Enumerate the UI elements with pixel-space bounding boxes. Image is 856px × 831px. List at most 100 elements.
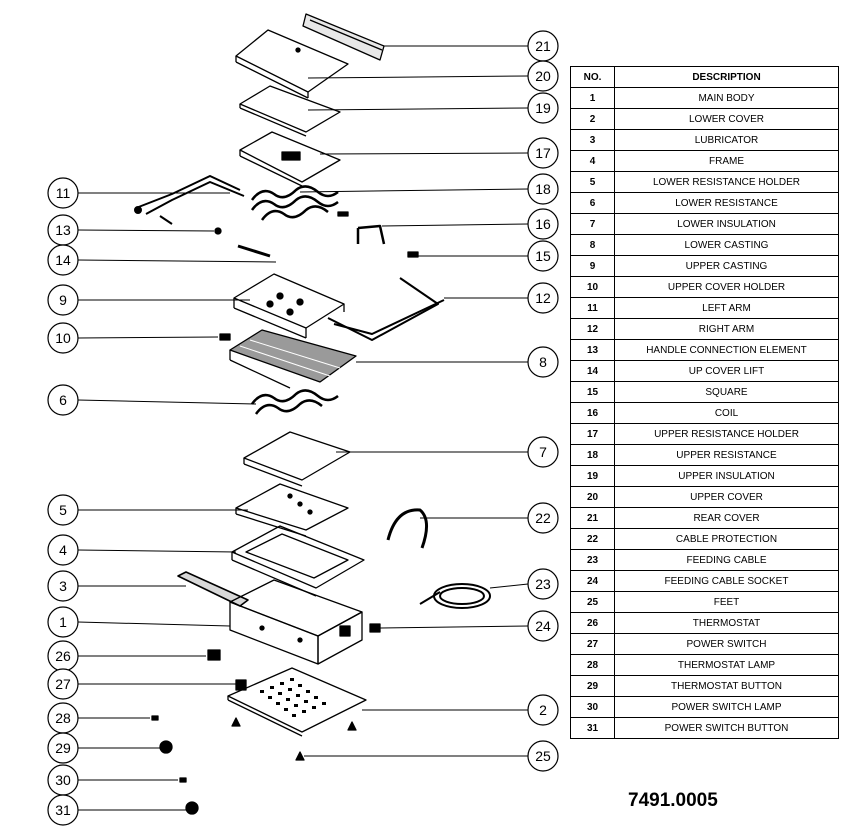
svg-text:22: 22 (535, 510, 551, 526)
part-description-cell: LOWER CASTING (614, 234, 839, 256)
svg-text:18: 18 (535, 181, 551, 197)
part-description-cell: UPPER COVER (614, 486, 839, 508)
part-upper-casting (233, 273, 345, 339)
part-rear-cover (302, 13, 385, 61)
part-description-cell: LOWER RESISTANCE (614, 192, 839, 214)
part-description-cell: UPPER RESISTANCE (614, 444, 839, 466)
svg-text:14: 14 (55, 252, 71, 268)
part-number-cell: 5 (570, 171, 615, 193)
callout-21: 21 (527, 30, 559, 62)
part-number-cell: 14 (570, 360, 615, 382)
part-description-cell: FEEDING CABLE SOCKET (614, 570, 839, 592)
part-description-cell: UPPER INSULATION (614, 465, 839, 487)
part-number-cell: 17 (570, 423, 615, 445)
callout-20: 20 (527, 60, 559, 92)
svg-text:17: 17 (535, 145, 551, 161)
part-description-cell: THERMOSTAT (614, 612, 839, 634)
part-description-cell: POWER SWITCH BUTTON (614, 717, 839, 739)
part-description-cell: FEET (614, 591, 839, 613)
part-coil (356, 224, 386, 245)
part-upper-insulation (239, 85, 341, 137)
part-number-cell: 10 (570, 276, 615, 298)
model-code: 7491.0005 (628, 790, 718, 811)
callout-31: 31 (47, 794, 79, 826)
part-description-cell: FEEDING CABLE (614, 549, 839, 571)
part-number-cell: 2 (570, 108, 615, 130)
part-number-cell: 19 (570, 465, 615, 487)
part-main-body (229, 579, 363, 665)
part-description-cell: POWER SWITCH (614, 633, 839, 655)
svg-text:27: 27 (55, 676, 71, 692)
svg-text:2: 2 (539, 702, 547, 718)
part-description-cell: LOWER COVER (614, 108, 839, 130)
svg-text:16: 16 (535, 216, 551, 232)
callout-24: 24 (527, 610, 559, 642)
callout-26: 26 (47, 640, 79, 672)
part-description-cell: THERMOSTAT LAMP (614, 654, 839, 676)
callout-10: 10 (47, 322, 79, 354)
part-upper-resistance (250, 185, 339, 221)
part-number-cell: 18 (570, 444, 615, 466)
part-lubricator (177, 571, 249, 607)
column-header-no: NO. (570, 66, 615, 88)
callout-11: 11 (47, 177, 79, 209)
svg-text:24: 24 (535, 618, 551, 634)
part-number-cell: 29 (570, 675, 615, 697)
part-square (407, 251, 419, 258)
svg-text:26: 26 (55, 648, 71, 664)
part-description-cell: MAIN BODY (614, 87, 839, 109)
part-number-cell: 7 (570, 213, 615, 235)
part-number-cell: 11 (570, 297, 615, 319)
part-thermostat (207, 649, 221, 661)
callout-17: 17 (527, 137, 559, 169)
part-description-cell: HANDLE CONNECTION ELEMENT (614, 339, 839, 361)
callout-16: 16 (527, 208, 559, 240)
svg-text:23: 23 (535, 576, 551, 592)
part-number-cell: 3 (570, 129, 615, 151)
part-number-cell: 8 (570, 234, 615, 256)
part-description-cell: COIL (614, 402, 839, 424)
part-feet (231, 717, 357, 761)
part-up-cover-lift (237, 244, 271, 258)
part-right-arm (327, 277, 445, 341)
part-description-cell: RIGHT ARM (614, 318, 839, 340)
part-number-cell: 21 (570, 507, 615, 529)
part-description-cell: LOWER INSULATION (614, 213, 839, 235)
part-description-cell: SQUARE (614, 381, 839, 403)
svg-text:29: 29 (55, 740, 71, 756)
svg-text:6: 6 (59, 392, 67, 408)
svg-text:11: 11 (56, 185, 71, 201)
part-description-cell: THERMOSTAT BUTTON (614, 675, 839, 697)
callout-22: 22 (527, 502, 559, 534)
callout-7: 7 (527, 436, 559, 468)
part-number-cell: 12 (570, 318, 615, 340)
part-number-cell: 26 (570, 612, 615, 634)
part-number-cell: 15 (570, 381, 615, 403)
callout-14: 14 (47, 244, 79, 276)
svg-text:13: 13 (55, 222, 71, 238)
svg-text:19: 19 (535, 100, 551, 116)
